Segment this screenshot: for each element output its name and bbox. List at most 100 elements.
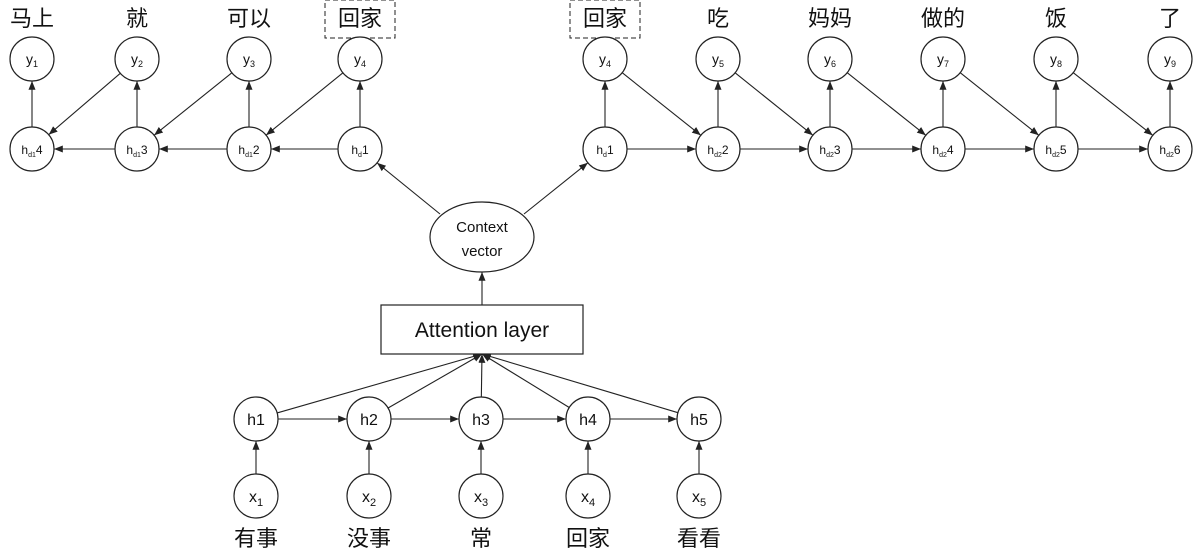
edge-y-to-h [621, 72, 702, 136]
input-word: 回家 [566, 527, 610, 552]
decoder-hidden-node-d1 [337, 126, 383, 172]
encoder-hidden-node-h4 [565, 396, 611, 442]
output-node-y9 [1147, 36, 1193, 82]
edge-y-to-h [959, 72, 1040, 136]
decoder-hidden-label: hd25 [1045, 143, 1066, 159]
output-node-label: y1 [26, 51, 38, 69]
input-node-label: x1 [249, 489, 263, 509]
context-vector-label-line1: Context [456, 219, 509, 236]
output-node-label: y2 [131, 51, 143, 69]
encoder-hidden-node-h3 [458, 396, 504, 442]
output-node-y5 [695, 36, 741, 82]
output-node-label: y8 [1050, 51, 1062, 69]
output-node-y6 [807, 36, 853, 82]
decoder-hidden-label: hd23 [819, 143, 840, 159]
edge-y-to-h [265, 72, 344, 136]
output-word: 了 [1159, 7, 1181, 32]
edge-y-to-h [153, 72, 233, 136]
encoder-hidden-node-h1 [233, 396, 279, 442]
input-node-x2 [346, 473, 392, 519]
context-vector-node [429, 201, 535, 273]
output-node-y3 [226, 36, 272, 82]
output-word: 回家 [338, 7, 382, 32]
edge-y-to-h [1072, 72, 1154, 136]
edge-y-to-h [734, 72, 814, 136]
input-word: 有事 [234, 527, 278, 552]
decoder-hidden-label: hd12 [238, 143, 259, 159]
decoder-hidden-node-d12 [226, 126, 272, 172]
output-word: 回家 [583, 7, 627, 32]
output-node-y4 [582, 36, 628, 82]
edge-y-to-h [846, 72, 927, 136]
encoder-hidden-label: h3 [472, 412, 490, 429]
edge-context-to-left-decoder [376, 162, 441, 215]
edge-context-to-right-decoder [523, 162, 589, 215]
encoder-hidden-label: h1 [247, 412, 265, 429]
dashed-highlight-box [569, 0, 641, 39]
decoder-hidden-label: hd1 [351, 143, 369, 159]
edges [28, 72, 1174, 474]
context-vector-label-line2: vector [462, 243, 503, 260]
output-node-y1 [9, 36, 55, 82]
encoder-hidden-label: h2 [360, 412, 378, 429]
output-word: 吃 [707, 7, 729, 32]
decoder-hidden-label: hd24 [932, 143, 953, 159]
edge-h-to-attention [481, 353, 570, 408]
output-word: 妈妈 [808, 7, 852, 32]
output-node-y4 [337, 36, 383, 82]
decoder-hidden-node-d26 [1147, 126, 1193, 172]
input-node-label: x2 [362, 489, 376, 509]
dashed-highlight-box [324, 0, 396, 39]
encoder-hidden-label: h4 [579, 412, 597, 429]
output-word: 马上 [10, 7, 54, 32]
input-node-x5 [676, 473, 722, 519]
decoder-hidden-label: hd14 [21, 143, 42, 159]
output-node-label: y6 [824, 51, 836, 69]
input-word: 没事 [347, 527, 391, 552]
output-node-label: y3 [243, 51, 255, 69]
attention-layer-label: Attention layer [415, 319, 549, 342]
attention-layer-box [380, 304, 584, 355]
encoder-hidden-node-h2 [346, 396, 392, 442]
encoder-hidden-node-h5 [676, 396, 722, 442]
input-node-label: x5 [692, 489, 706, 509]
output-word: 饭 [1045, 7, 1067, 32]
input-node-x4 [565, 473, 611, 519]
decoder-hidden-node-d25 [1033, 126, 1079, 172]
input-node-x3 [458, 473, 504, 519]
decoder-hidden-node-d23 [807, 126, 853, 172]
output-node-y8 [1033, 36, 1079, 82]
output-node-label: y4 [354, 51, 366, 69]
output-node-label: y5 [712, 51, 724, 69]
input-node-label: x4 [581, 489, 595, 509]
edge-y-to-h [48, 72, 121, 136]
input-node-label: x3 [474, 489, 488, 509]
output-node-label: y4 [599, 51, 611, 69]
decoder-hidden-node-d14 [9, 126, 55, 172]
decoder-hidden-label: hd26 [1159, 143, 1180, 159]
edge-h-to-attention [481, 353, 679, 414]
edge-h-to-attention [478, 353, 486, 398]
output-node-label: y9 [1164, 51, 1176, 69]
output-node-y2 [114, 36, 160, 82]
decoder-hidden-node-d24 [920, 126, 966, 172]
edge-h-to-attention [276, 353, 483, 414]
output-word: 可以 [227, 7, 271, 32]
input-node-x1 [233, 473, 279, 519]
decoder-hidden-node-d22 [695, 126, 741, 172]
output-word: 做的 [921, 7, 965, 32]
input-word: 看看 [677, 527, 721, 552]
edge-h-to-attention [387, 353, 483, 409]
decoder-hidden-label: hd1 [596, 143, 614, 159]
output-node-label: y7 [937, 51, 949, 69]
shapes: Attention layer Context vector [380, 201, 584, 355]
decoder-hidden-label: hd13 [126, 143, 147, 159]
decoder-hidden-label: hd22 [707, 143, 728, 159]
encoder-hidden-label: h5 [690, 412, 708, 429]
decoder-hidden-node-d1 [582, 126, 628, 172]
output-node-y7 [920, 36, 966, 82]
decoder-hidden-node-d13 [114, 126, 160, 172]
output-word: 就 [126, 7, 148, 32]
